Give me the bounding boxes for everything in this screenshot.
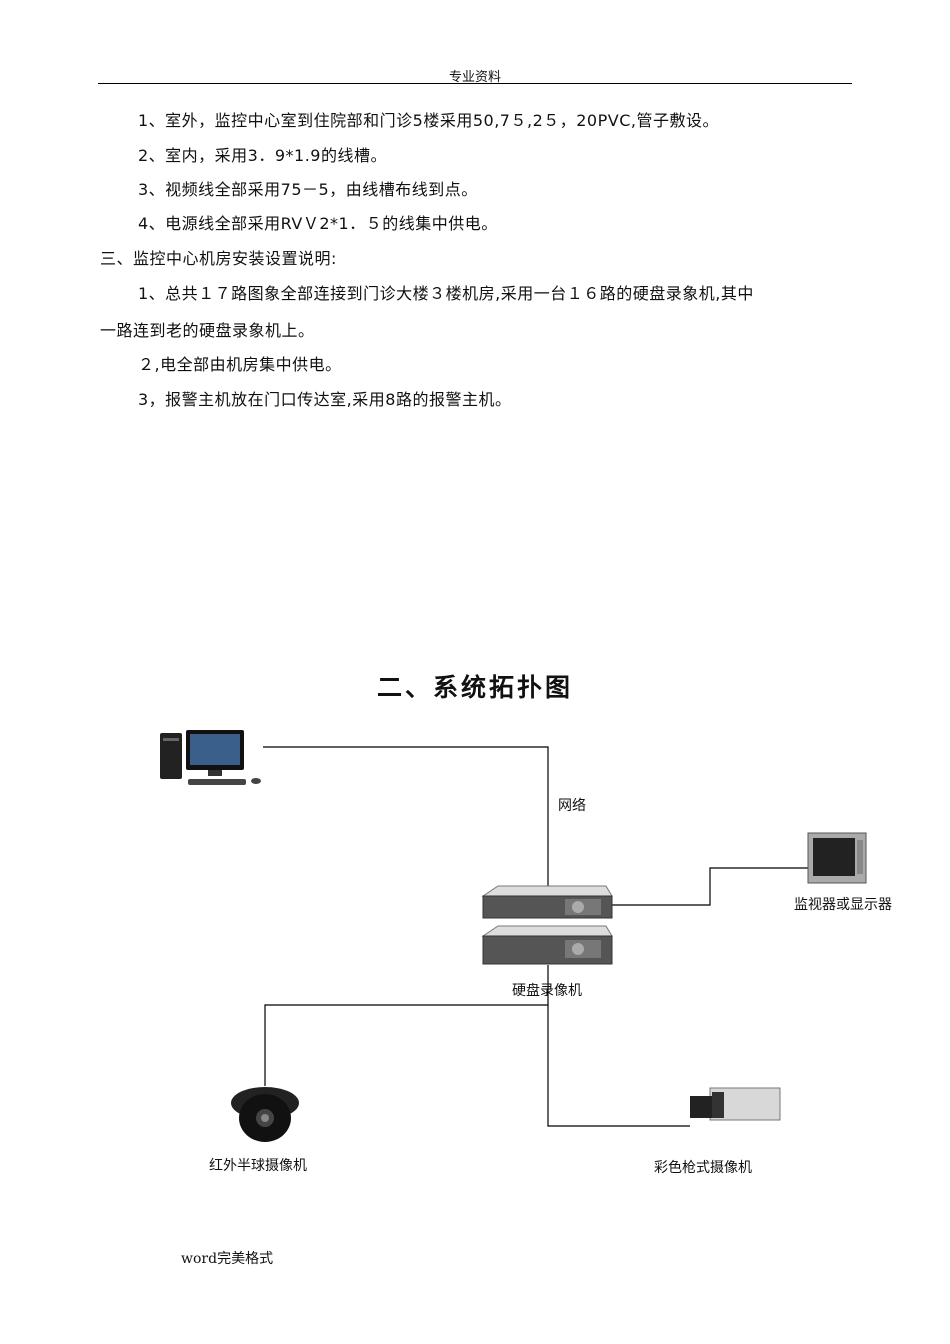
- page-footer: word完美格式: [181, 1251, 274, 1267]
- monitor-label: 监视器或显示器: [794, 897, 892, 913]
- paragraph: 2、室内，采用3．9*1.9的线槽。: [138, 146, 387, 165]
- paragraph: 1、总共１７路图象全部连接到门诊大楼３楼机房,采用一台１６路的硬盘录象机,其中: [138, 284, 754, 303]
- page-header: 专业资料: [448, 70, 501, 85]
- paragraph: 3，报警主机放在门口传达室,采用8路的报警主机。: [138, 390, 512, 409]
- box-camera-icon: [690, 1087, 781, 1121]
- section-heading: 三、监控中心机房安装设置说明:: [100, 249, 337, 268]
- diagram-title: 二、系统拓扑图: [376, 673, 573, 702]
- network-label: 网络: [558, 798, 586, 814]
- dome-camera-icon: [231, 1087, 299, 1142]
- box-camera-label: 彩色枪式摄像机: [654, 1160, 752, 1176]
- monitor-icon: [807, 832, 867, 884]
- dome-camera-label: 红外半球摄像机: [209, 1158, 307, 1174]
- paragraph: 1、室外，监控中心室到住院部和门诊5楼采用50,7５,2５，20PVC,管子敷设…: [138, 111, 719, 130]
- connection-lines: [263, 746, 808, 1127]
- paragraph: 3、视频线全部采用75－5，由线槽布线到点。: [138, 180, 478, 199]
- paragraph: 4、电源线全部采用RVＶ2*1．５的线集中供电。: [138, 214, 498, 233]
- header-rule: [98, 83, 852, 84]
- dvr-icon: [481, 885, 613, 965]
- computer-icon: [160, 730, 261, 785]
- paragraph: ２,电全部由机房集中供电。: [138, 355, 342, 374]
- dvr-label: 硬盘录像机: [512, 983, 582, 999]
- paragraph: 一路连到老的硬盘录象机上。: [100, 321, 315, 340]
